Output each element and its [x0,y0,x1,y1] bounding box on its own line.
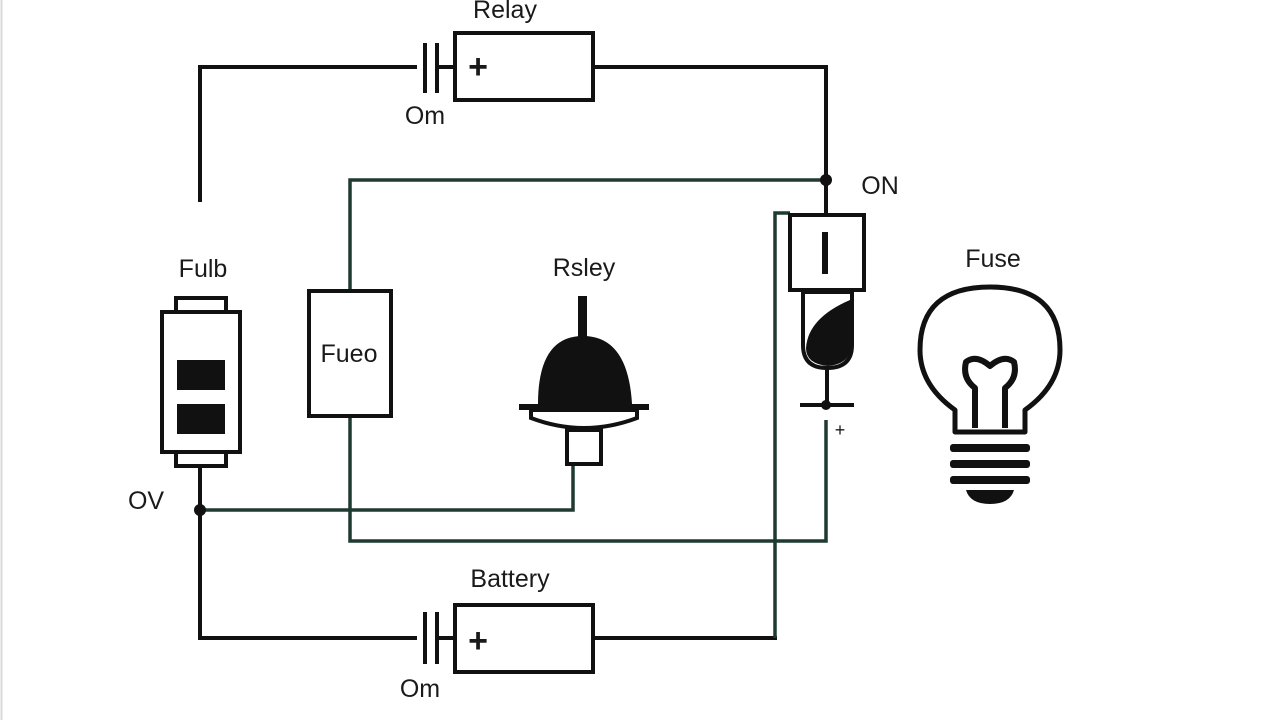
rsley-label: Rsley [553,254,616,282]
junction-ov [194,504,206,516]
relay-top-component [423,31,595,102]
fulb-label: Fulb [179,255,228,283]
relay-top-label: Relay [473,0,537,24]
black-wires [198,65,828,640]
light-bulb-icon [917,284,1063,504]
green-wires [200,178,828,638]
on-label: ON [861,172,899,200]
battery-label: Battery [470,565,550,593]
switch-icon [788,213,866,407]
wire-green-fueo-bottom [348,416,828,543]
junction-on [820,174,832,186]
fuse-label: Fuse [965,245,1021,273]
relay-top-plus-sign: + [468,48,488,86]
fueo-label: Fueo [321,340,378,368]
om-top-label: Om [405,102,445,130]
wire-top-left [198,65,417,202]
bell-icon [519,296,649,466]
battery-cell-icon [160,296,242,468]
ov-label: OV [128,487,164,515]
wire-green-switch-left [773,211,790,638]
battery-plus-sign: + [468,622,488,660]
wire-green-top [348,178,826,291]
wire-top-right [593,65,828,183]
plus-small-label: + [835,420,846,440]
wire-left-vertical [198,466,417,640]
om-bottom-label: Om [400,675,440,703]
battery-bottom-component [423,603,595,674]
wire-green-ov [200,466,575,512]
fueo-box [307,289,393,418]
